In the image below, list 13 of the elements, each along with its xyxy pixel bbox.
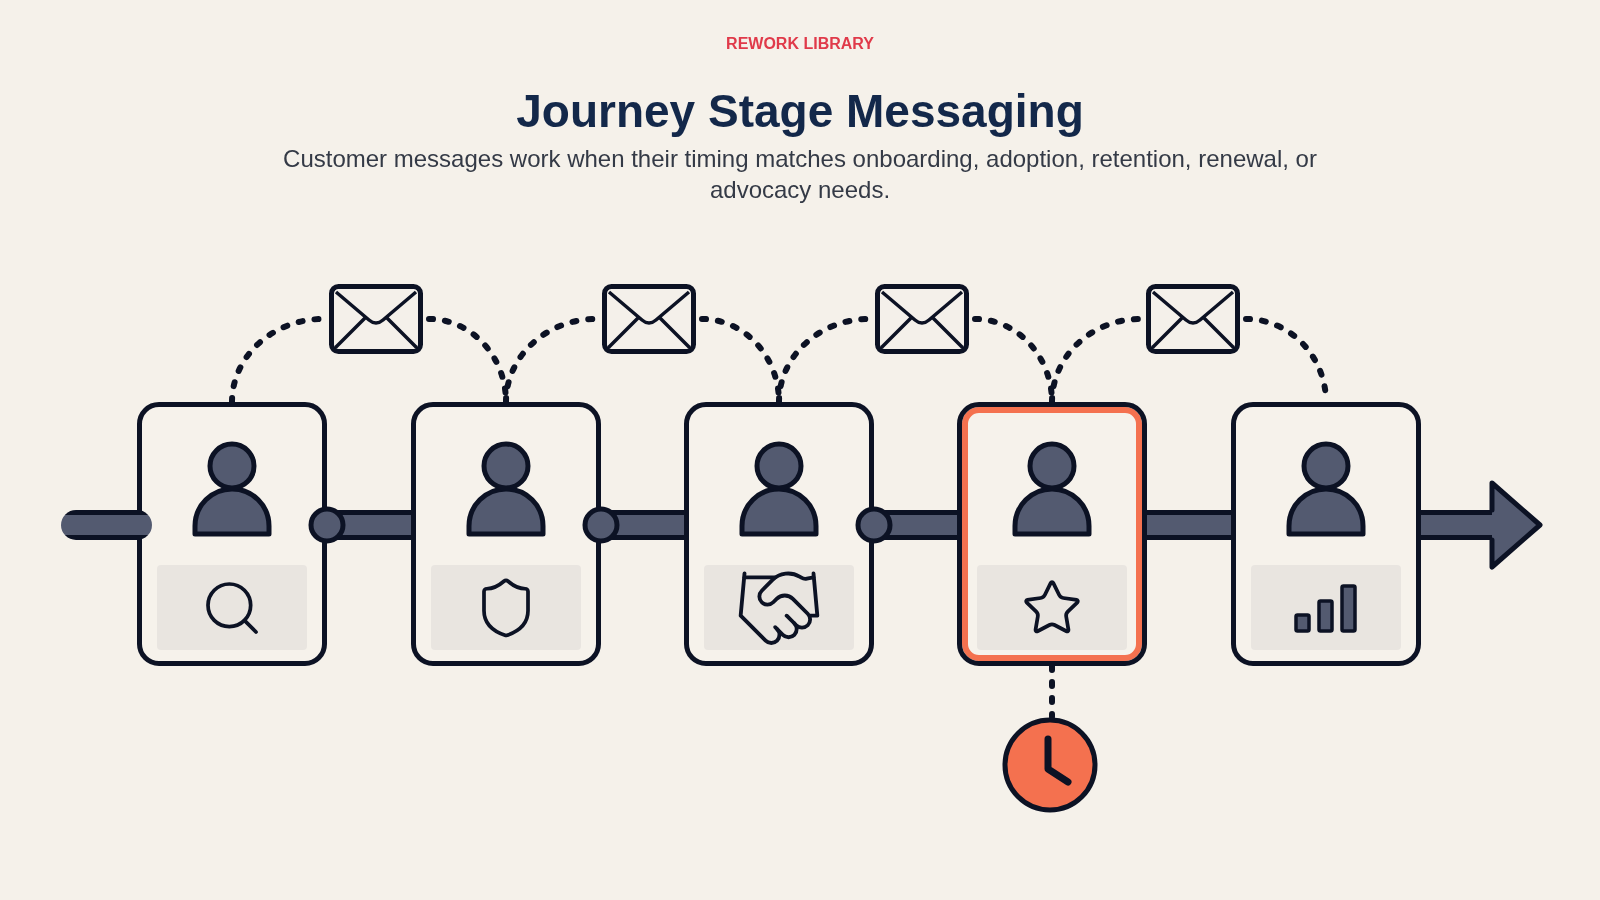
stage-card [1231,402,1421,666]
title: Journey Stage Messaging [516,84,1084,138]
subtitle: Customer messages work when their timing matches onboarding, adoption, retention, renewal, or advocacy needs. [282,144,1318,205]
timeline-bar [1147,510,1231,540]
highlighted-stage-card [957,402,1147,666]
timeline-bar [61,510,152,540]
dotted-connector [1049,663,1055,720]
stage-card [411,402,601,666]
kicker-text: REWORK LIBRARY [726,34,874,54]
stage-card [137,402,327,666]
timeline-arrow [1421,480,1543,570]
stage-card [684,402,874,666]
dotted-connector [1049,316,1143,405]
